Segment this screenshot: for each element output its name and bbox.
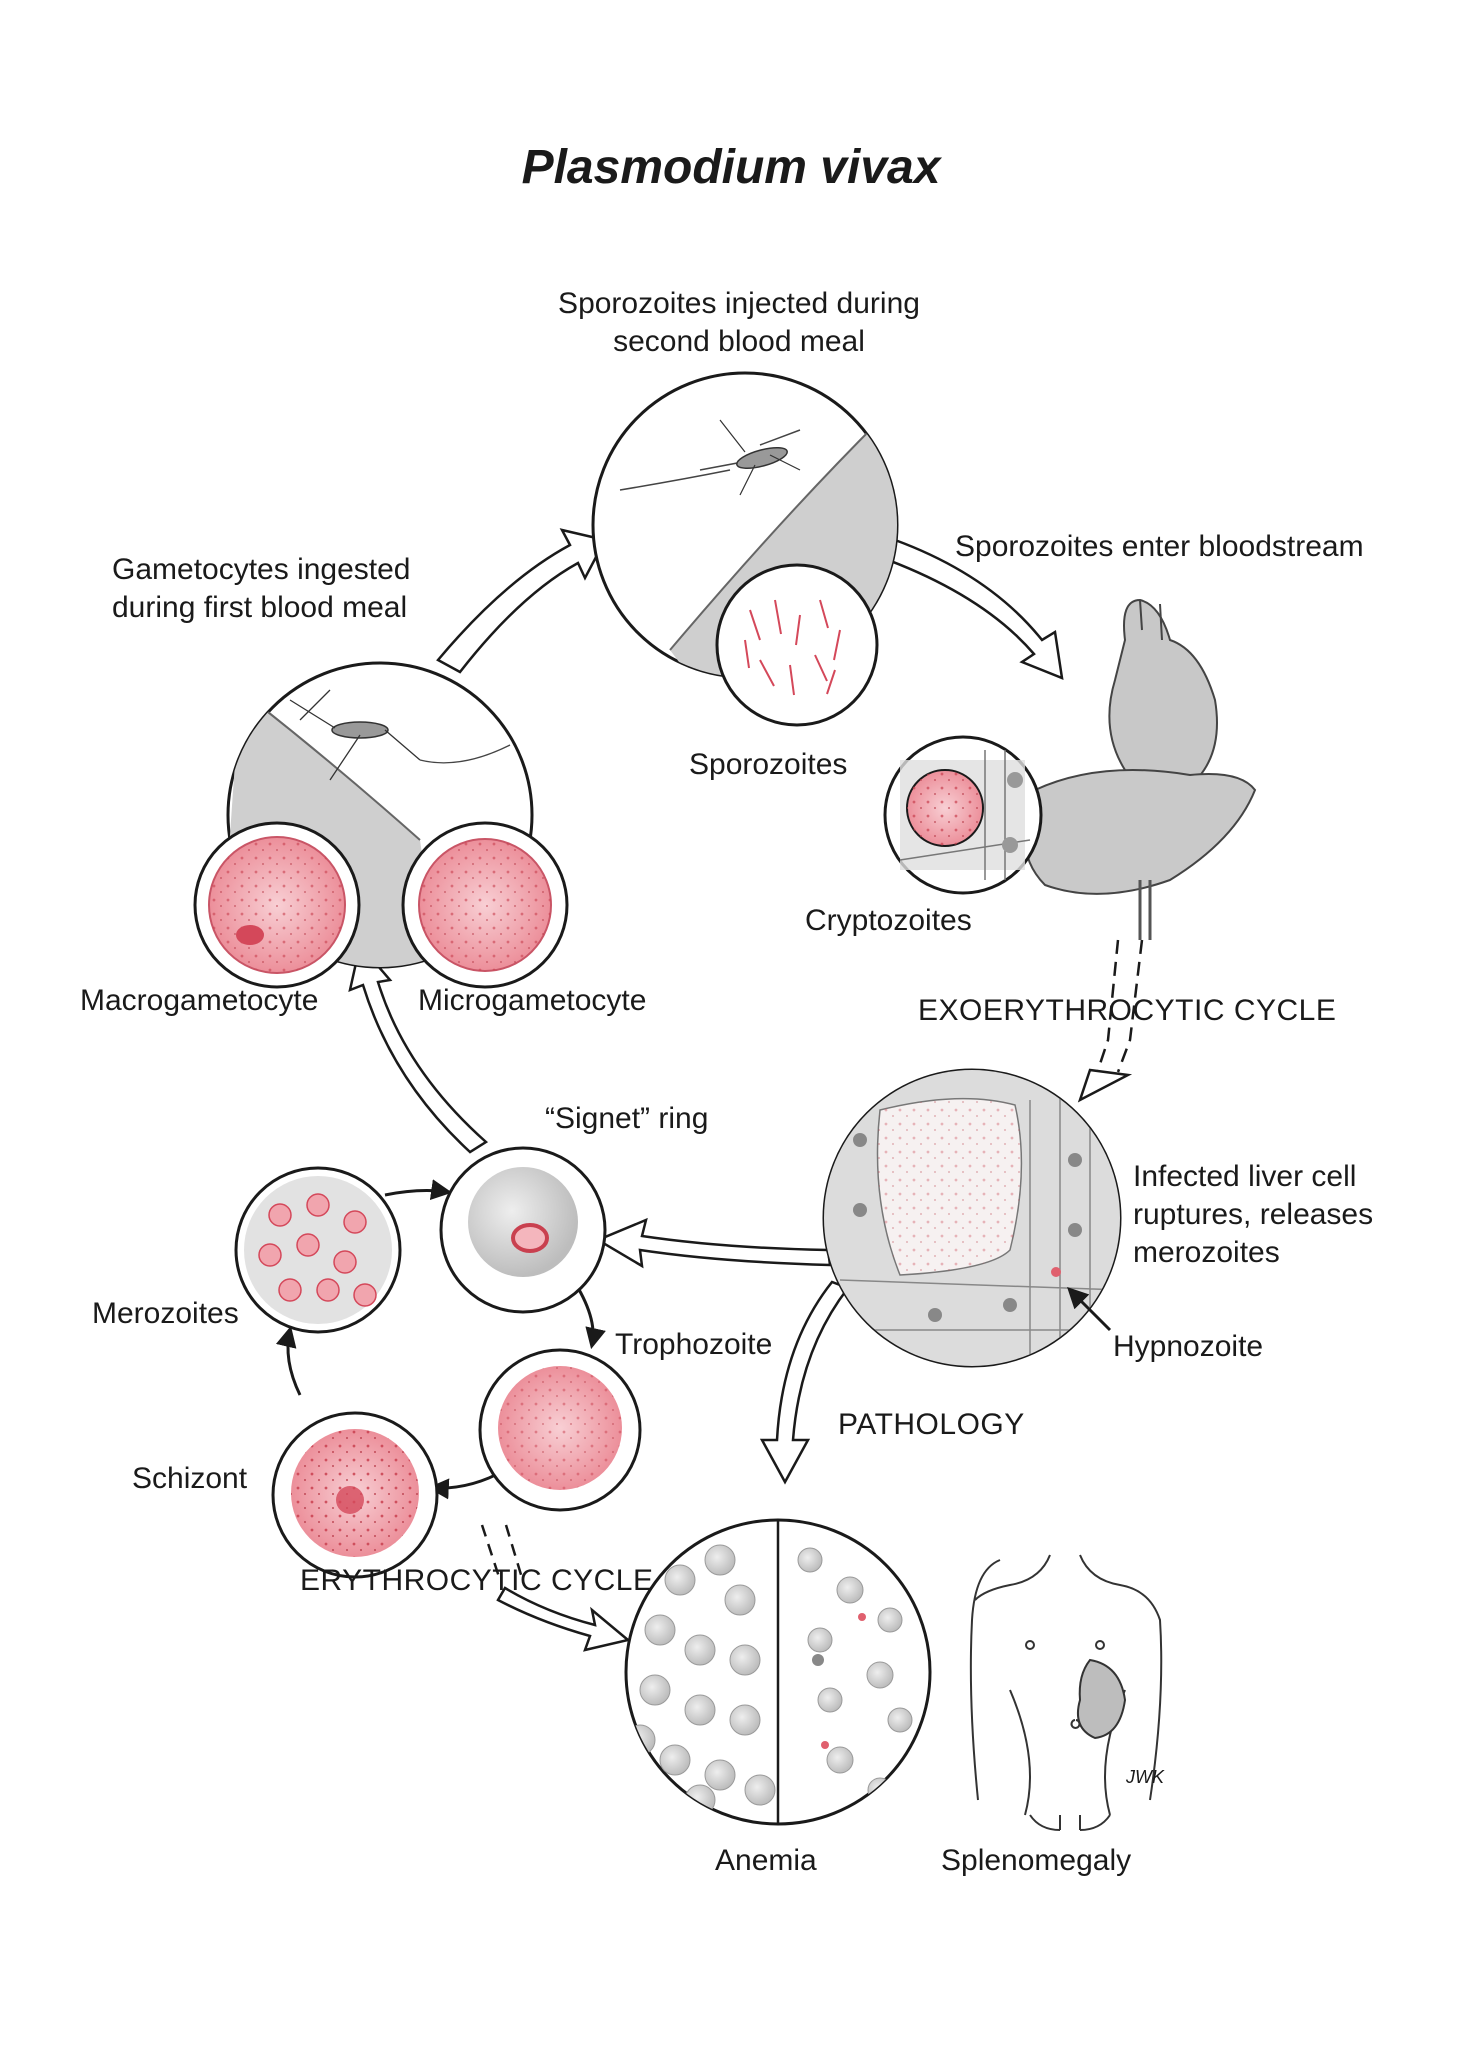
sporozoites-label: Sporozoites — [689, 748, 848, 781]
macrogametocyte-icon — [193, 821, 361, 989]
first-blood-meal-circle — [193, 661, 569, 989]
merozoites-cell — [234, 1166, 402, 1334]
signet-ring-label: “Signet” ring — [545, 1102, 709, 1135]
arrow-to-anemia — [496, 1586, 631, 1652]
microgametocyte-icon — [401, 821, 569, 989]
gametocytes-ingested-label: Gametocytes ingested during first blood … — [112, 553, 411, 624]
arrow-into-liver-circle — [1077, 1068, 1133, 1103]
second-blood-meal-circle — [591, 371, 899, 727]
arrow-pathology — [759, 1280, 851, 1485]
signet-ring-cell — [439, 1146, 607, 1314]
arrow-to-liver — [886, 538, 1064, 680]
hypnozoite-dot — [1051, 1267, 1061, 1277]
splenomegaly-label: Splenomegaly — [941, 1844, 1132, 1877]
cryptozoites-label: Cryptozoites — [805, 904, 972, 937]
artist-signature: JWK — [1126, 1767, 1164, 1787]
pathology-label: PATHOLOGY — [838, 1408, 1025, 1441]
macrogametocyte-label: Macrogametocyte — [80, 984, 319, 1017]
diagram-title: Plasmodium vivax — [521, 141, 941, 194]
sporozoites-injected-label: Sporozoites injected during second blood… — [558, 287, 920, 358]
schizont-cell — [271, 1411, 439, 1579]
splenomegaly-torso-icon — [969, 1554, 1163, 1831]
arrow-to-injection — [436, 528, 607, 674]
cycle-arrows — [348, 528, 1144, 1652]
trophozoite-label: Trophozoite — [615, 1328, 773, 1361]
anemia-circle — [624, 1518, 932, 1826]
infected-liver-cell-label: Infected liver cell ruptures, releases m… — [1133, 1160, 1374, 1269]
schizont-label: Schizont — [132, 1462, 248, 1495]
trophozoite-cell — [478, 1348, 642, 1512]
sporozoites-icon — [744, 599, 841, 696]
exoerythrocytic-cycle-label: EXOERYTHROCYTIC CYCLE — [918, 994, 1337, 1027]
dash-liver-1 — [1096, 939, 1120, 1071]
sporozoites-enter-label: Sporozoites enter bloodstream — [955, 530, 1364, 563]
erythrocytic-cycle-label: ERYTHROCYTIC CYCLE — [300, 1564, 654, 1597]
merozoites-label: Merozoites — [92, 1297, 239, 1330]
heart-liver-icon — [1023, 598, 1257, 940]
arrow-to-signet — [595, 1217, 832, 1269]
infected-liver-cell-circle — [822, 1068, 1122, 1368]
anemia-label: Anemia — [715, 1844, 817, 1877]
microgametocyte-label: Microgametocyte — [418, 984, 647, 1017]
cryptozoites-inset — [883, 735, 1043, 895]
hypnozoite-label: Hypnozoite — [1113, 1330, 1264, 1363]
dash-liver-2 — [1116, 939, 1144, 1073]
